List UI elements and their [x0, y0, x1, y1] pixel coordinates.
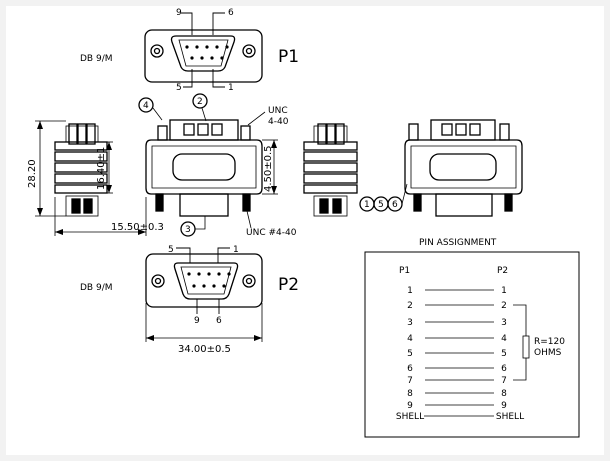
- dim-body-height: 16.40±1: [96, 147, 107, 190]
- pin-row-right: 8: [501, 389, 507, 399]
- pin-row-left: 9: [407, 401, 413, 411]
- pin-wires: [424, 289, 530, 417]
- p2-pin-label-tr: 1: [233, 245, 239, 255]
- unc-top-label-a: UNC: [268, 106, 288, 116]
- pin-row-left: 7: [407, 376, 413, 386]
- pin-row-right: 3: [501, 318, 507, 328]
- p2-pin-label-tl: 5: [168, 245, 174, 255]
- resistor-symbol: [522, 335, 530, 359]
- pin-rows: 1 1 2 2 3 3 4 4 5 5 6 6 7 7 8 8 9 9 SHEL…: [396, 286, 524, 422]
- callout-4: 4: [143, 101, 149, 111]
- pin-row-left: 2: [407, 301, 413, 311]
- p2-title: P2: [278, 275, 299, 295]
- pin-row-right: 2: [501, 301, 507, 311]
- pin-row-left: 4: [407, 334, 413, 344]
- drawing-sheet: 9 6 5 1 DB 9/M P1 4 2 3 1 5 6 UNC 4-40 U…: [6, 6, 604, 455]
- dim-thread-length: 4.50±0.5: [263, 145, 274, 192]
- p2-pins: [187, 272, 231, 288]
- back-view-right: [404, 119, 523, 217]
- callout-5: 5: [378, 200, 384, 210]
- technical-drawing: 9 6 5 1 DB 9/M P1 4 2 3 1 5 6 UNC 4-40 U…: [27, 8, 580, 438]
- callout-circles: [138, 93, 403, 237]
- p1-connector-type: DB 9/M: [80, 54, 113, 64]
- p1-title: P1: [278, 47, 299, 67]
- p1-pin-label-tr: 6: [228, 8, 234, 18]
- pin-row-right: 6: [501, 364, 507, 374]
- side-view-left: [54, 123, 108, 217]
- dim-depth: 15.50±0.3: [111, 222, 164, 233]
- pin-row-right: 1: [501, 286, 507, 296]
- dim-width: 34.00±0.5: [178, 344, 231, 355]
- pin-assignment-box: [364, 251, 580, 438]
- p2-pin-label-br: 6: [216, 316, 222, 326]
- callout-1: 1: [364, 200, 370, 210]
- p1-pins: [185, 45, 229, 60]
- callout-6: 6: [392, 200, 398, 210]
- p2-pin-label-bl: 9: [194, 316, 200, 326]
- p1-pin-label-tl: 9: [176, 8, 182, 18]
- unc-bottom-label: UNC #4-40: [246, 228, 297, 238]
- p2-connector-type: DB 9/M: [80, 283, 113, 293]
- pin-row-left: 1: [407, 286, 413, 296]
- pin-row-left: 5: [407, 349, 413, 359]
- pin-row-right: 9: [501, 401, 507, 411]
- resistor-label-unit: OHMS: [534, 348, 562, 358]
- p1-pin-label-bl: 5: [176, 83, 182, 93]
- p2-connector-view: [145, 253, 263, 308]
- callout-3: 3: [185, 225, 191, 235]
- pin-row-right: 4: [501, 334, 507, 344]
- pin-row-left: 8: [407, 389, 413, 399]
- dimension-lines: [35, 120, 278, 342]
- pin-row-left: SHELL: [396, 412, 424, 422]
- unc-top-label-b: 4-40: [268, 117, 289, 127]
- pin-header-p2: P2: [497, 266, 508, 276]
- pin-row-left: 3: [407, 318, 413, 328]
- callout-2: 2: [197, 97, 203, 107]
- pin-header-p1: P1: [399, 266, 410, 276]
- front-view-center: [145, 119, 263, 217]
- p1-pin-label-br: 1: [228, 83, 234, 93]
- resistor-label-value: R=120: [534, 337, 565, 347]
- pin-row-right: 7: [501, 376, 507, 386]
- pin-row-left: 6: [407, 364, 413, 374]
- dim-height: 28.20: [27, 159, 38, 188]
- pin-row-right: SHELL: [496, 412, 524, 422]
- side-view-right: [303, 123, 358, 217]
- pin-assignment-title: PIN ASSIGNMENT: [419, 238, 497, 248]
- p1-connector-view: [144, 29, 263, 83]
- pin-row-right: 5: [501, 349, 507, 359]
